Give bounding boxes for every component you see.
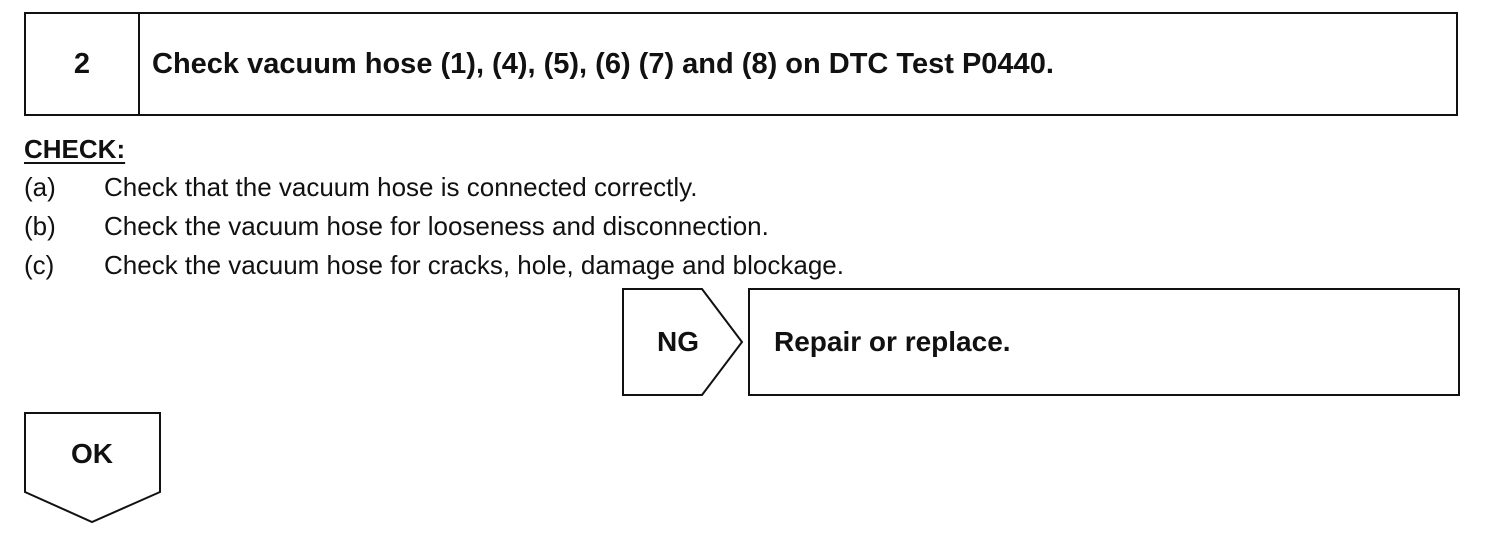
step-header: 2 Check vacuum hose (1), (4), (5), (6) (…: [24, 12, 1458, 116]
ng-label: NG: [657, 326, 699, 357]
check-item-text: Check the vacuum hose for cracks, hole, …: [104, 250, 844, 280]
check-item-letter: (a): [24, 172, 56, 202]
ok-label: OK: [71, 438, 113, 469]
check-item-a: (a) Check that the vacuum hose is connec…: [24, 170, 844, 209]
check-item-text: Check the vacuum hose for looseness and …: [104, 211, 769, 241]
check-item-letter: (b): [24, 211, 56, 241]
ok-arrow-icon: [24, 412, 161, 524]
ng-result-text: Repair or replace.: [774, 326, 1011, 357]
check-item-b: (b) Check the vacuum hose for looseness …: [24, 209, 844, 248]
step-title: Check vacuum hose (1), (4), (5), (6) (7)…: [152, 47, 1054, 80]
check-list: (a) Check that the vacuum hose is connec…: [24, 170, 844, 287]
ng-arrow-icon: [622, 288, 744, 396]
ng-result-box: Repair or replace.: [748, 288, 1460, 396]
step-number: 2: [26, 14, 140, 114]
check-item-letter: (c): [24, 250, 55, 280]
check-item-text: Check that the vacuum hose is connected …: [104, 172, 698, 202]
check-item-c: (c) Check the vacuum hose for cracks, ho…: [24, 248, 844, 287]
check-heading: CHECK:: [24, 134, 126, 164]
